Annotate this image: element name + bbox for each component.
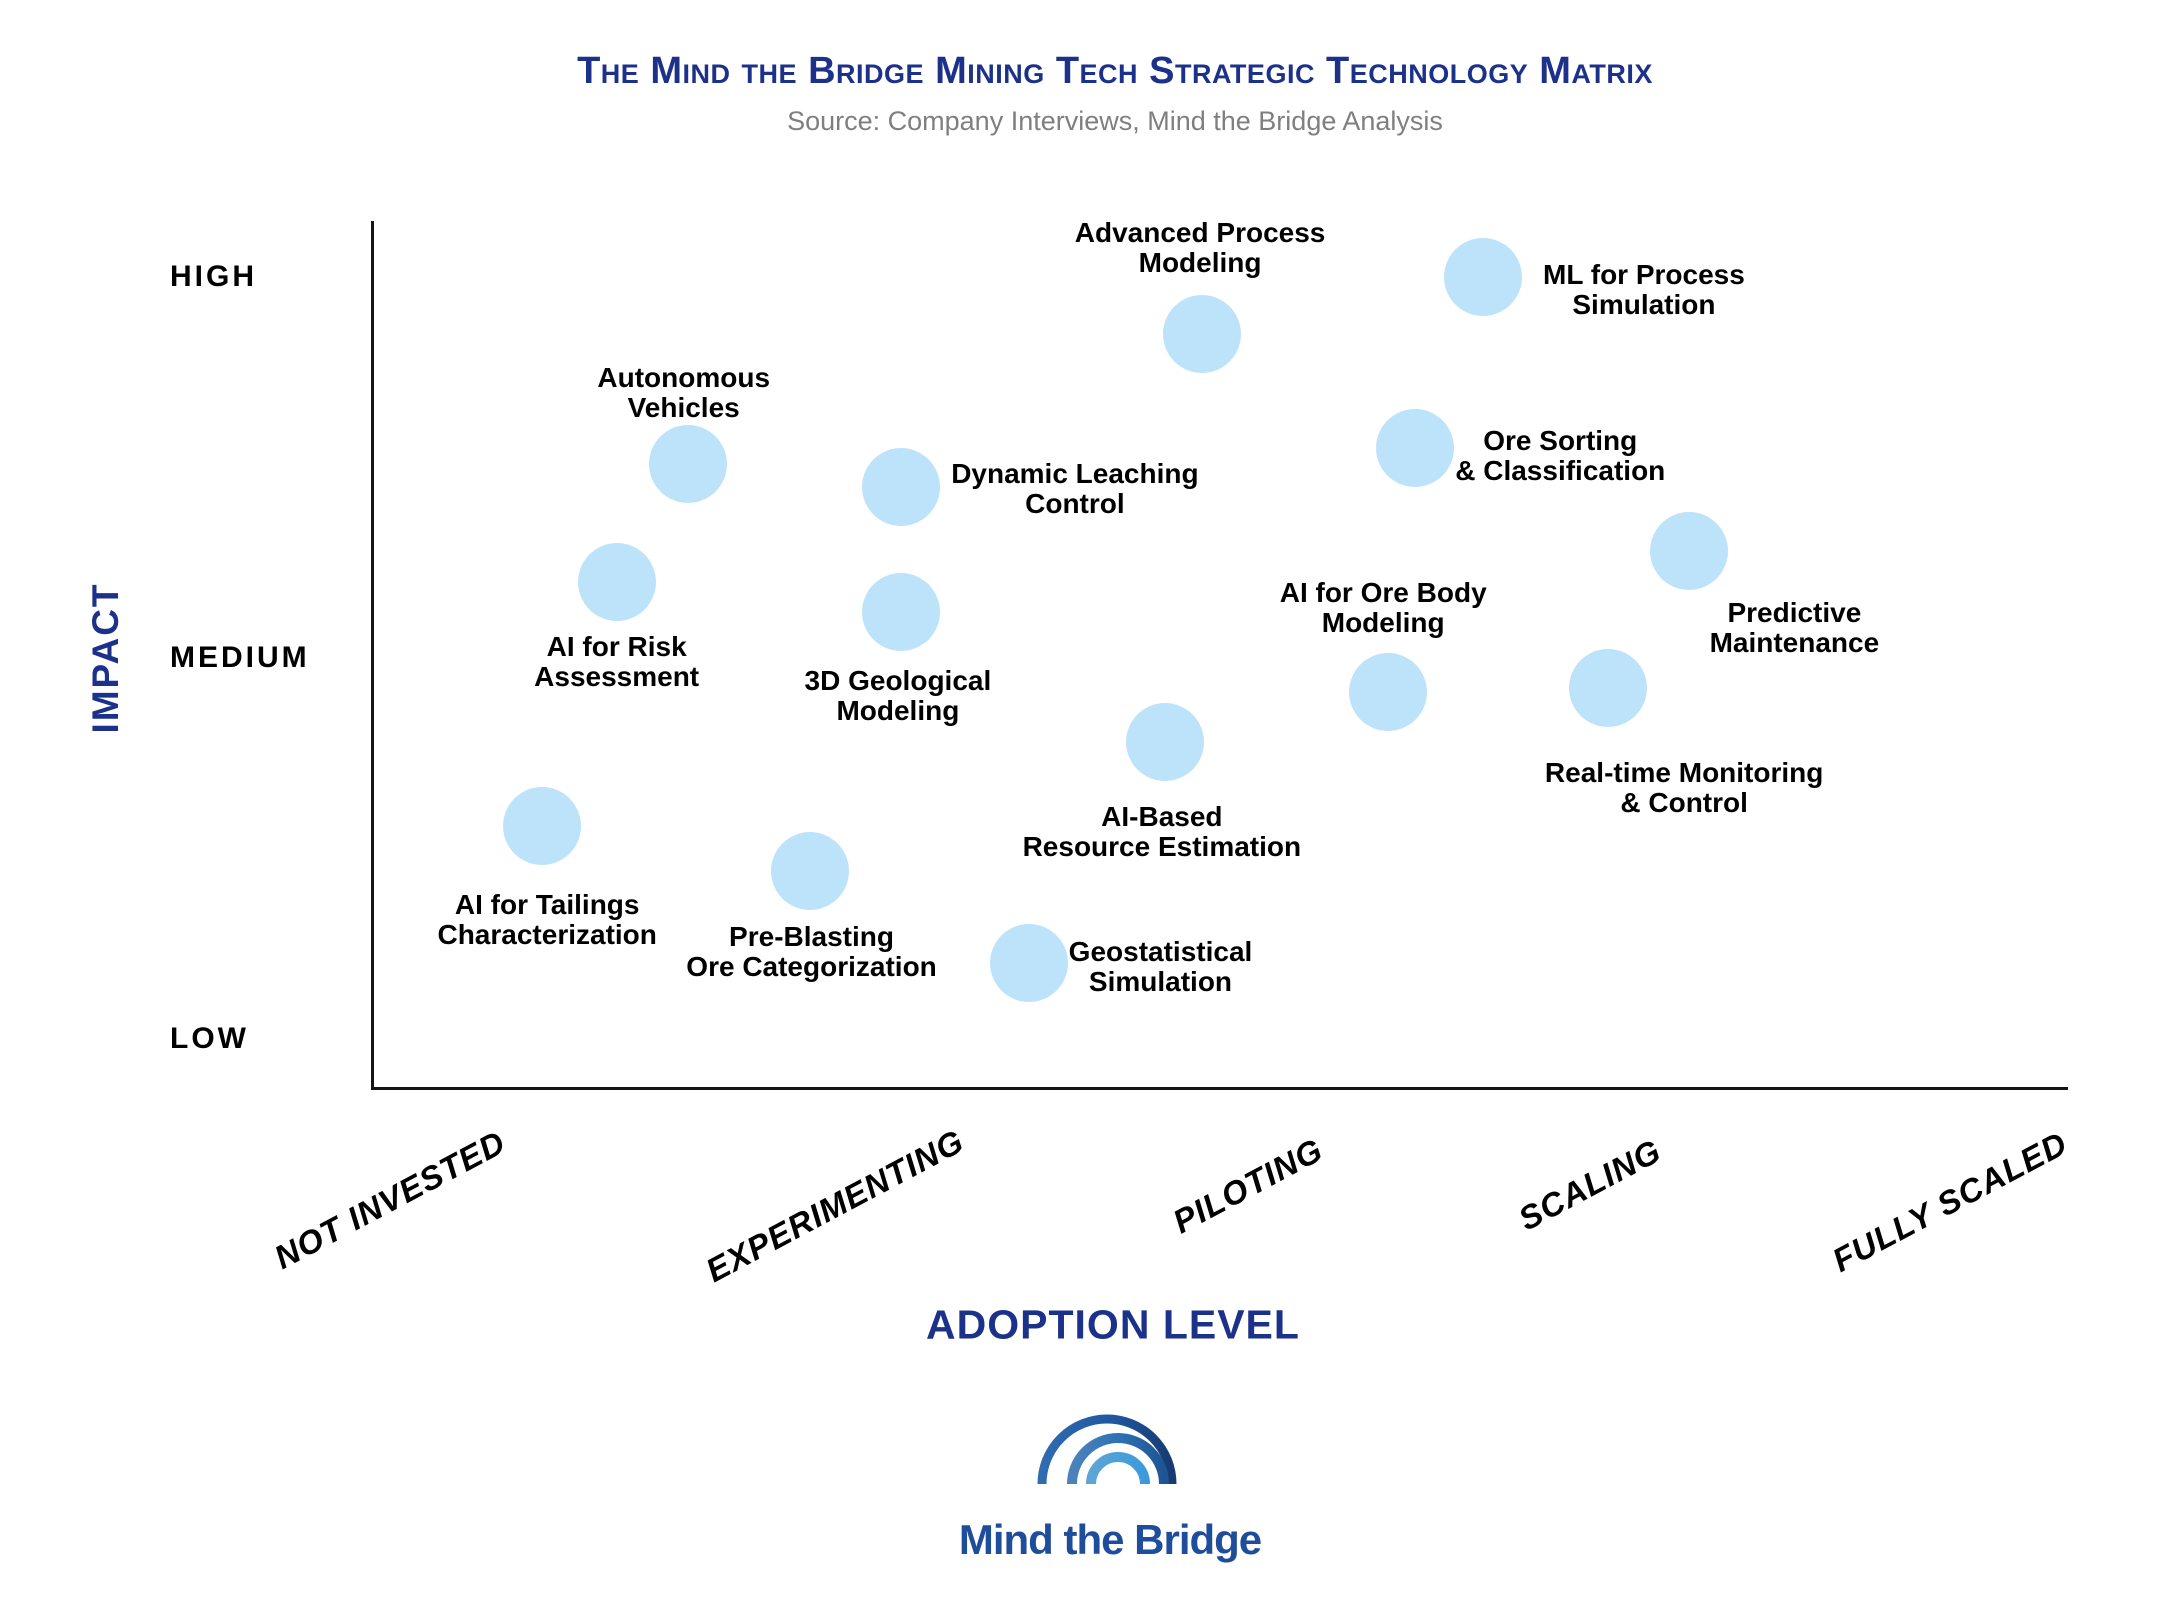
data-point-bubble [861,573,940,652]
x-tick-scaling: SCALING [1512,1131,1668,1238]
x-tick-piloting: PILOTING [1166,1130,1329,1241]
data-point-bubble [1163,295,1242,374]
y-tick-low: LOW [170,1022,249,1055]
x-axis-title: ADOPTION LEVEL [926,1301,1300,1348]
y-tick-medium: MEDIUM [170,641,310,674]
x-tick-fully-scaled: FULLY SCALED [1826,1124,2074,1279]
data-point-bubble [1376,409,1455,488]
data-point-bubble [861,447,940,526]
data-point-bubble [577,542,656,621]
data-point-label: Ore Sorting& Classification [1455,425,1666,487]
data-point-bubble [503,786,582,865]
data-point-bubble [1125,702,1204,781]
data-point-label: Real-time Monitoring& Control [1544,757,1824,819]
data-point-bubble [648,424,727,503]
x-axis-line [371,1087,2068,1090]
page-title: The Mind the Bridge Mining Tech Strategi… [577,50,1653,92]
data-point-bubble [1443,238,1522,316]
source-subtitle: Source: Company Interviews, Mind the Bri… [787,106,1443,136]
logo-wordmark: Mind the Bridge [958,1516,1262,1563]
data-point-bubble [770,832,849,911]
data-point-bubble [1569,649,1648,728]
data-point-bubble [1650,512,1729,591]
data-point-bubble [1349,653,1428,732]
data-point-bubble [990,923,1069,1002]
y-tick-high: HIGH [170,260,257,293]
x-tick-not-invested: NOT INVESTED [268,1123,512,1276]
y-axis-title: IMPACT [85,582,126,734]
y-axis-line [371,221,374,1090]
bridge-arches-icon [1037,1414,1177,1485]
x-tick-experimenting: EXPERIMENTING [699,1122,970,1290]
